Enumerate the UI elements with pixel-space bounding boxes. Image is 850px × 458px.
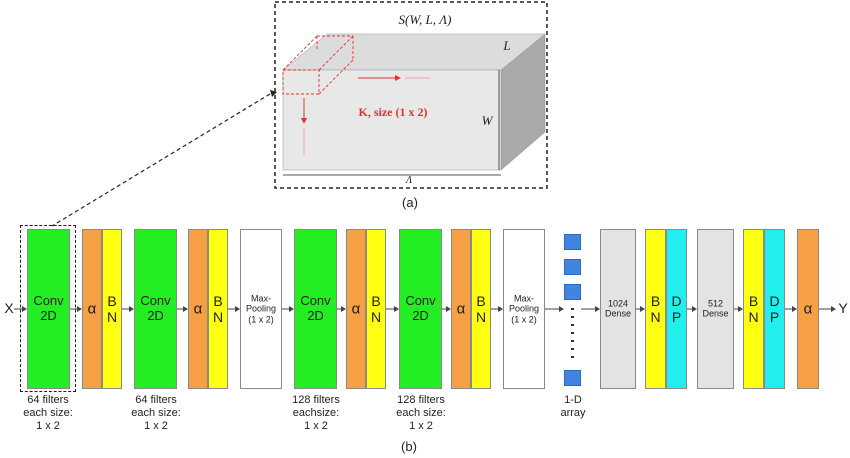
flow-arrow-head	[129, 306, 134, 312]
flow-arrow-head	[77, 306, 82, 312]
array-ellipsis	[571, 308, 574, 362]
alpha4-block: α	[451, 229, 471, 389]
bn3-label: B N	[370, 292, 382, 325]
alpha1-block: α	[82, 229, 102, 389]
alpha4-label: α	[456, 300, 466, 318]
kernel-label: K, size (1 x 2)	[358, 105, 428, 119]
output-label: Y	[838, 300, 848, 316]
array-cell	[564, 259, 581, 275]
alpha3-label: α	[351, 300, 361, 318]
alpha5-label: α	[803, 300, 813, 318]
kernel-box	[282, 35, 354, 95]
bn1-label: B N	[106, 292, 118, 325]
tensor-label: S(W, L, Λ)	[398, 12, 452, 27]
conv3-label: Conv 2D	[300, 293, 331, 323]
alpha5-block: α	[797, 229, 819, 389]
bn3-block: B N	[366, 229, 386, 389]
flow-arrow-head	[183, 306, 188, 312]
conv4-label: Conv 2D	[405, 293, 436, 323]
dim-l-label: L	[503, 38, 511, 53]
alpha2-label: α	[193, 300, 203, 318]
conv3-block: Conv 2D	[294, 229, 337, 389]
array-cell	[564, 234, 581, 250]
flow-arrow-head	[559, 306, 564, 312]
flow-arrow-head	[831, 306, 836, 312]
flow-arrow-head	[692, 306, 697, 312]
flow-arrow-head	[394, 306, 399, 312]
conv2-sublabel: 64 filters each size: 1 x 2	[131, 394, 181, 433]
array-sublabel: 1-D array	[560, 394, 586, 420]
bn4-label: B N	[475, 292, 487, 325]
conv1-label: Conv 2D	[33, 293, 64, 323]
flow-arrow-head	[595, 306, 600, 312]
kernel-arrow-down-head	[301, 118, 307, 124]
dense2-label: 512 Dense	[702, 298, 729, 319]
conv1-block: Conv 2D	[27, 229, 70, 389]
conv1-sublabel: 64 filters each size: 1 x 2	[23, 394, 73, 433]
dim-w-label: W	[481, 113, 493, 128]
flow-arrow-head	[341, 306, 346, 312]
conv2-label: Conv 2D	[140, 293, 171, 323]
pool2-label: Max- Pooling (1 x 2)	[508, 293, 540, 325]
caption-a: (a)	[402, 195, 418, 210]
input-label: X	[4, 300, 14, 316]
flow-arrow-head	[446, 306, 451, 312]
bn6-block: B N	[743, 229, 764, 389]
bn2-label: B N	[212, 292, 224, 325]
flow-arrow-head	[289, 306, 294, 312]
flow-arrow-head	[22, 306, 27, 312]
bn5-label: B N	[650, 292, 661, 325]
bn1-block: B N	[102, 229, 122, 389]
conv4-sublabel: 128 filters each size: 1 x 2	[396, 394, 446, 433]
bn5-block: B N	[645, 229, 666, 389]
conv4-block: Conv 2D	[399, 229, 442, 389]
flow-arrow-head	[235, 306, 240, 312]
flow-arrow-head	[498, 306, 503, 312]
bn6-label: B N	[748, 292, 759, 325]
alpha3-block: α	[346, 229, 366, 389]
dp2-block: D P	[764, 229, 785, 389]
zoom-connector-head	[270, 90, 277, 97]
zoom-connector	[51, 93, 271, 227]
flow-arrow-head	[738, 306, 743, 312]
pool1-block: Max- Pooling (1 x 2)	[240, 229, 282, 389]
dp1-label: D P	[671, 292, 682, 325]
bn4-block: B N	[471, 229, 491, 389]
dp1-block: D P	[666, 229, 687, 389]
dense1-block: 1024 Dense	[600, 229, 636, 389]
array-cell	[564, 370, 581, 386]
flow-arrow-head	[792, 306, 797, 312]
caption-b: (b)	[401, 439, 417, 454]
flow-arrow-head	[640, 306, 645, 312]
dim-lambda-label: Λ	[405, 175, 413, 186]
conv1-highlight	[20, 225, 76, 392]
conv3-sublabel: 128 filters eachsize: 1 x 2	[292, 394, 340, 433]
zoom-frame	[274, 1, 548, 189]
dense2-block: 512 Dense	[697, 229, 734, 389]
alpha1-label: α	[87, 300, 97, 318]
pool2-block: Max- Pooling (1 x 2)	[503, 229, 545, 389]
bn2-block: B N	[208, 229, 228, 389]
dense1-label: 1024 Dense	[604, 298, 631, 319]
dp2-label: D P	[769, 292, 780, 325]
pool1-label: Max- Pooling (1 x 2)	[245, 293, 277, 325]
array-cell	[564, 284, 581, 300]
alpha2-block: α	[188, 229, 208, 389]
kernel-arrow-right-head	[395, 75, 401, 81]
conv2-block: Conv 2D	[134, 229, 177, 389]
